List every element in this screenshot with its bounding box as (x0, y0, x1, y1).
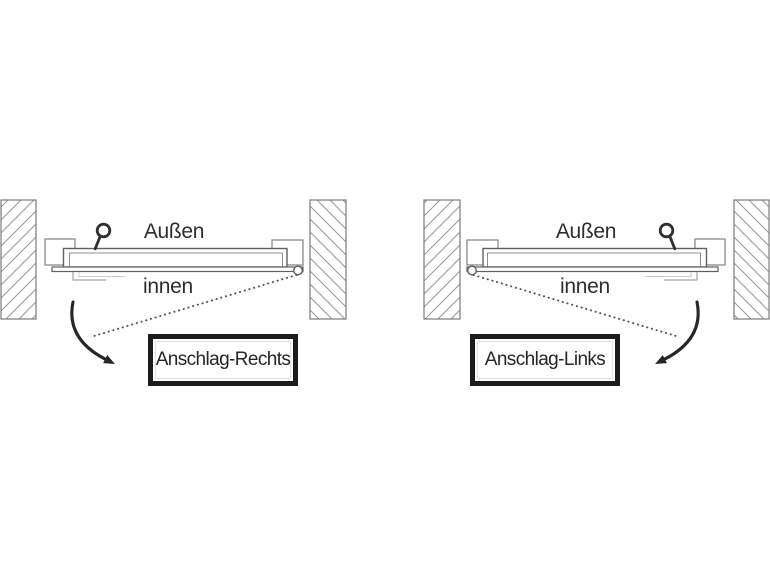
outside-label: Außen (555, 220, 617, 243)
drip-bar (72, 272, 106, 281)
hinge-left-drawing (423, 199, 770, 365)
inside-label: innen (143, 275, 193, 298)
drip-bar-inner (78, 272, 125, 277)
wall-right (309, 199, 347, 320)
wall-left (0, 199, 37, 320)
door-handle-icon (95, 222, 112, 239)
door-handle-icon (658, 222, 675, 239)
door-handle-stem (668, 235, 677, 251)
door-leaf (62, 247, 288, 268)
swing-direction-arrow (655, 300, 700, 365)
wall-left (423, 199, 461, 320)
outside-label: Außen (143, 220, 205, 243)
swing-path-dotted-line (93, 274, 298, 337)
hinge-left-label: Anschlag-Links (484, 349, 606, 370)
panel-hinge-right: Außen innen Anschlag-Rechts (0, 199, 347, 386)
threshold-strip (51, 266, 304, 273)
hinge-pin-icon (466, 265, 477, 276)
inside-label: innen (560, 275, 610, 298)
hinge-pin-icon (293, 265, 304, 276)
panel-hinge-left: Außen innen Anschlag-Links (385, 0, 770, 578)
wall-right (733, 199, 770, 320)
swing-path-dotted-line (472, 274, 677, 337)
door-leaf (482, 247, 708, 268)
hinge-right-drawing (0, 199, 347, 365)
threshold-strip (466, 266, 719, 273)
drip-bar-inner (645, 272, 692, 277)
hinge-right-label: Anschlag-Rechts (155, 349, 291, 370)
hinge-left-label-box: Anschlag-Links (470, 334, 620, 386)
hinge-right-label-box: Anschlag-Rechts (148, 334, 298, 386)
door-handle-stem (93, 235, 102, 251)
drip-bar (664, 272, 698, 281)
swing-direction-arrow (70, 300, 115, 365)
